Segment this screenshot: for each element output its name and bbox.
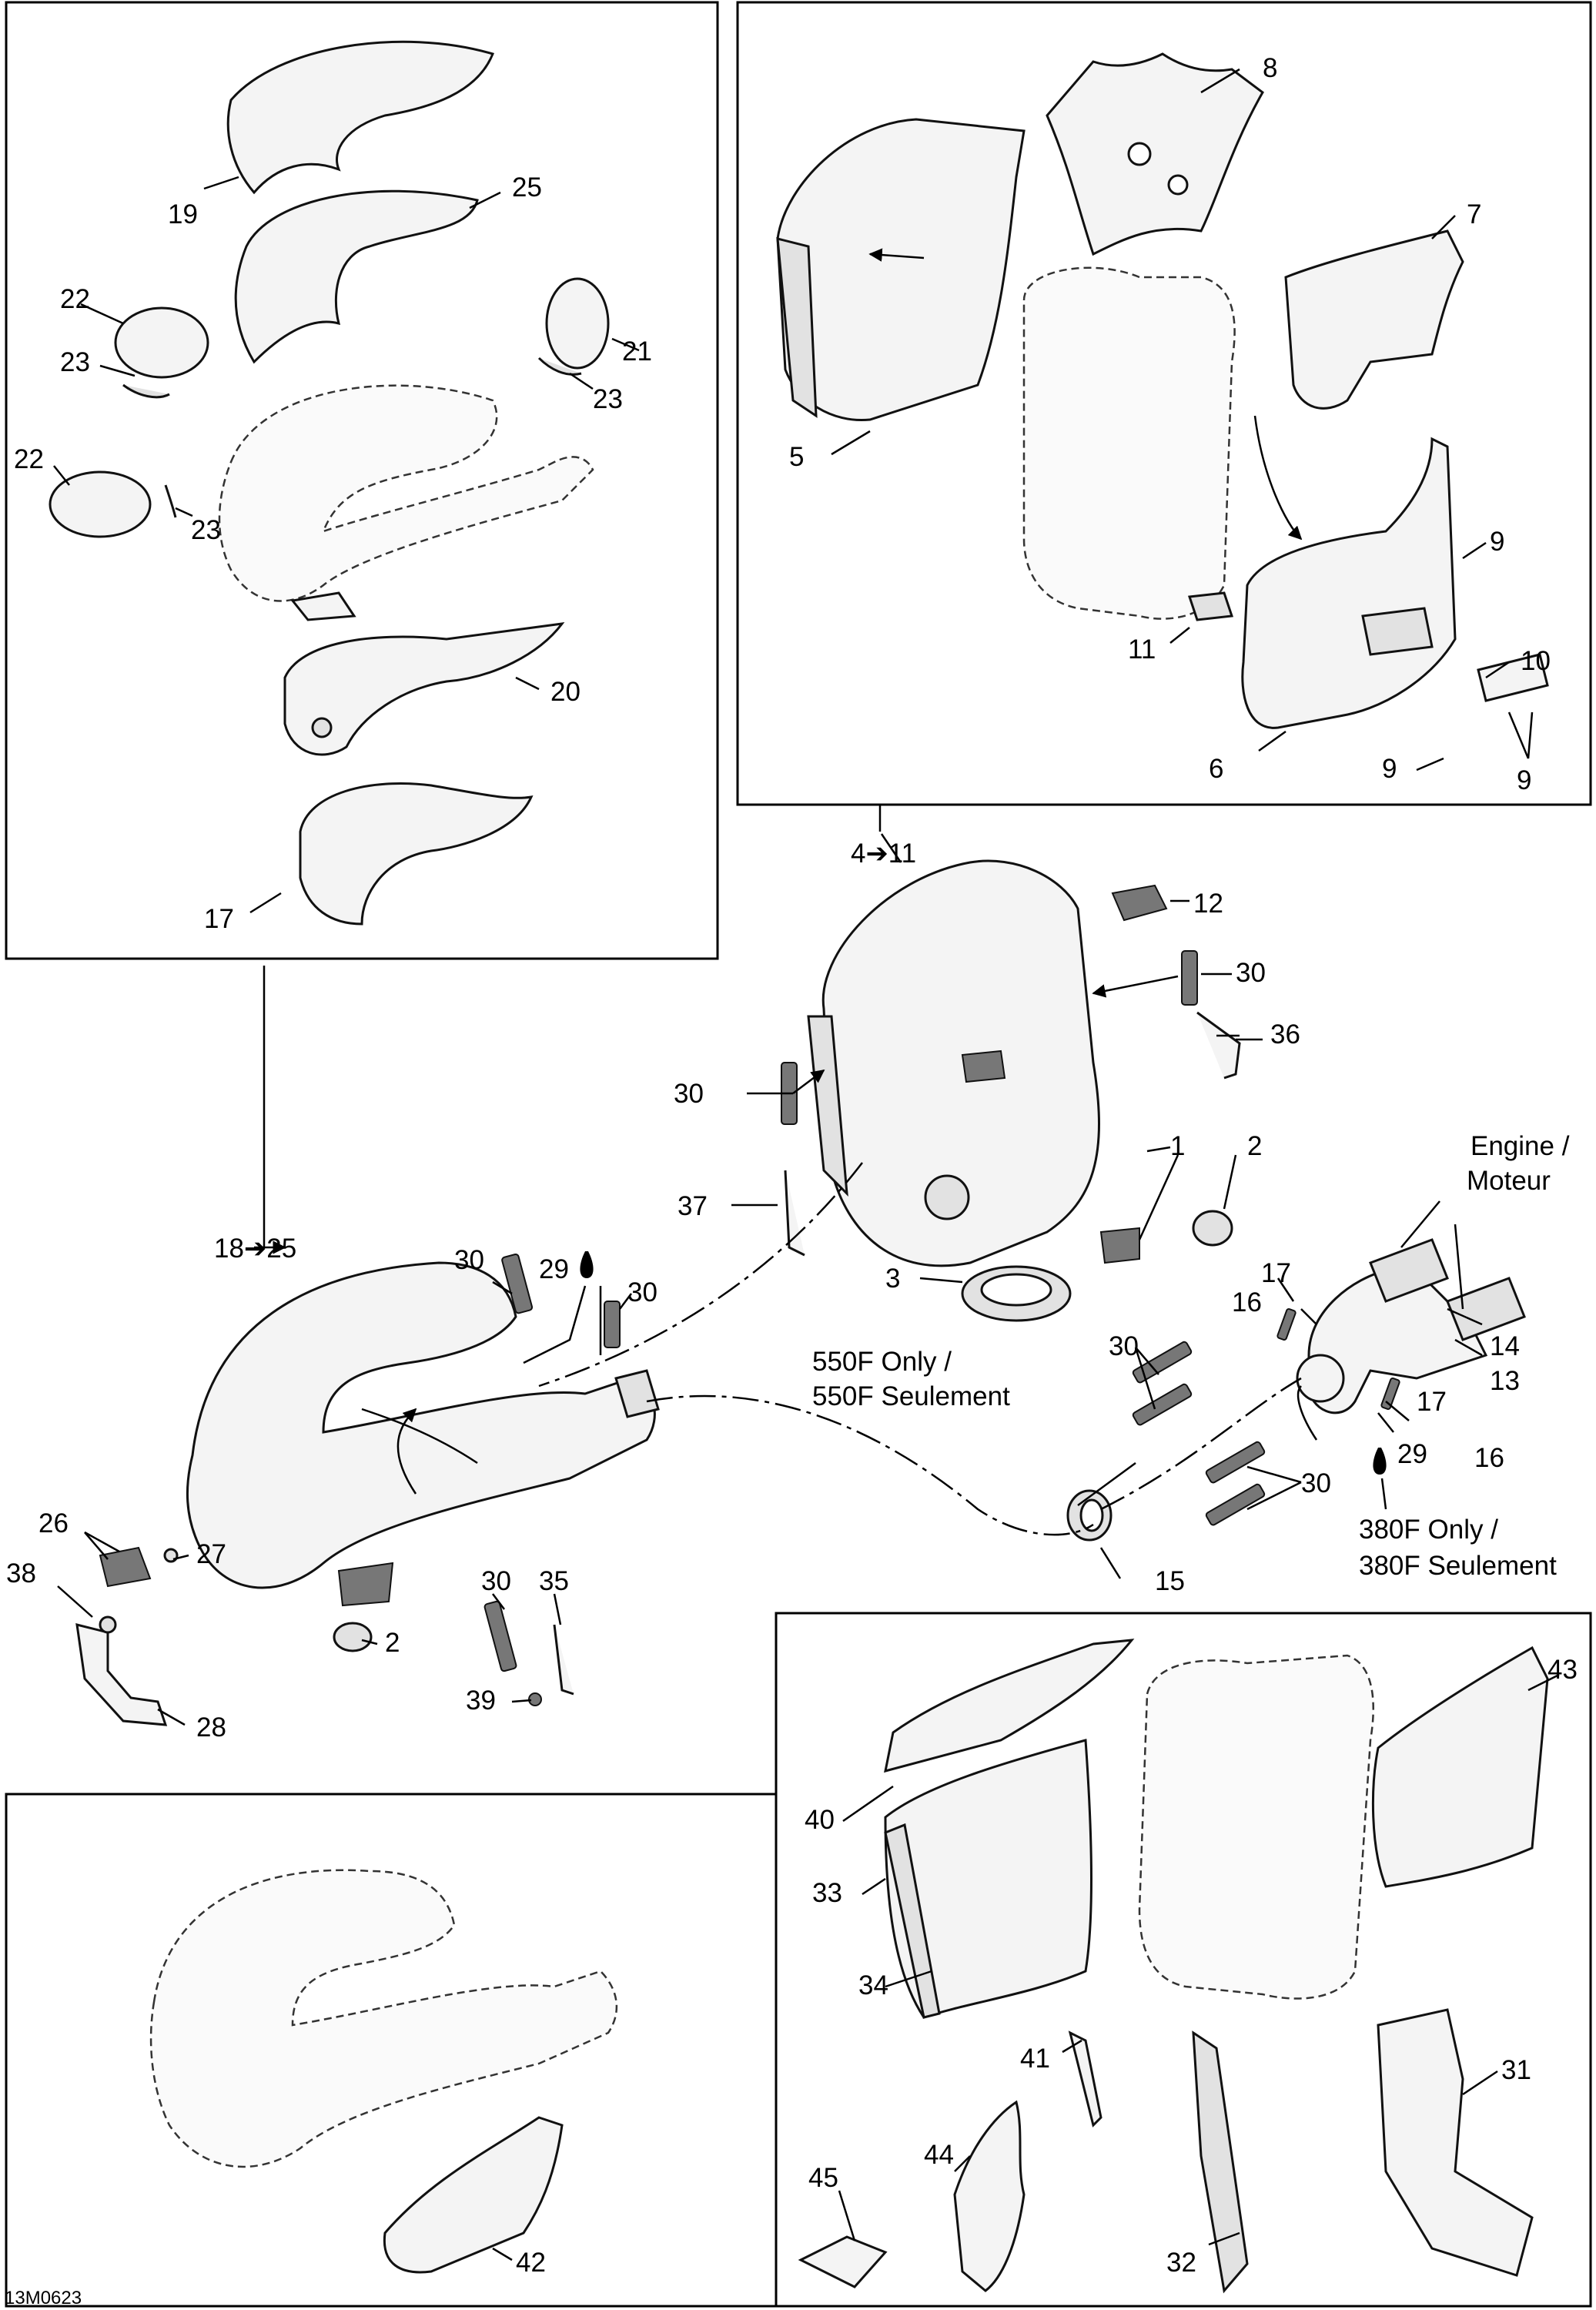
callout-35: 35 [539,1566,569,1596]
leader-lines [53,68,1560,2261]
callout-2: 2 [1247,1131,1262,1161]
callout-9b: 9 [1382,754,1397,784]
panel-muffler-exploded [736,1,1592,806]
callout-17b: 17 [1417,1387,1447,1417]
callout-39: 39 [466,1686,496,1716]
callout-16b: 16 [1474,1443,1504,1473]
engine-label-line2: Moteur [1467,1166,1551,1196]
callout-23: 22 [60,284,90,314]
center-assembly [75,859,1526,1726]
callout-12: 12 [1193,889,1223,919]
callout-20: 17 [204,904,234,934]
tuned-pipe-parts [49,40,610,926]
callout-6: 6 [1209,754,1223,784]
callout-25: 25 [512,172,542,203]
callout-29a: 29 [539,1254,569,1284]
callout-31: 31 [1501,2055,1531,2085]
callout-44: 44 [924,2140,954,2170]
callout-7: 7 [1467,199,1481,229]
callout-32: 32 [1166,2248,1196,2278]
panel-tuned-pipe-exploded [5,1,719,960]
callout-23b: 22 [14,444,44,474]
callout-24: 23 [60,347,90,377]
callout-26: 26 [38,1508,69,1538]
callout-45: 45 [808,2163,838,2193]
callout-30b: 30 [674,1079,704,1109]
panel-pipe-shield [5,1793,778,2308]
callout-24b: 23 [593,384,623,414]
callout-42: 42 [516,2248,546,2278]
pipe-shield-parts [149,1869,618,2274]
group-label-18-25: 18➔25 [214,1234,296,1264]
callout-17a: 17 [1261,1258,1291,1288]
engine-label-line1: Engine / [1471,1131,1570,1161]
callout-41: 41 [1020,2044,1050,2074]
note-550f-line2: 550F Seulement [812,1381,1010,1411]
muffler-parts [776,52,1549,729]
callout-3: 3 [885,1264,900,1294]
callout-10: 10 [1521,646,1551,676]
callout-30g: 30 [481,1566,511,1596]
callout-5: 5 [789,442,804,472]
shield-parts [798,1639,1549,2294]
callout-labels: 8 7 5 9 11 10 9 6 9 19 25 22 21 23 23 22… [5,53,1578,2308]
callout-2b: 2 [385,1628,400,1658]
callout-37: 37 [678,1191,708,1221]
callout-11: 11 [1128,634,1156,665]
callout-30c: 30 [454,1245,484,1275]
callout-1: 1 [1170,1131,1185,1161]
group-label-4-11: 4➔11 [851,839,916,869]
callout-21: 20 [550,677,581,707]
callout-28: 28 [196,1712,226,1743]
callout-38: 38 [6,1558,36,1589]
callout-24c: 23 [191,515,221,545]
callout-40: 40 [805,1805,835,1835]
callout-33: 33 [812,1878,842,1908]
callout-30d: 30 [627,1277,657,1307]
callout-22: 21 [622,336,652,367]
callout-30a: 30 [1236,958,1266,988]
note-380f-line1: 380F Only / [1359,1515,1498,1545]
callout-15: 15 [1155,1566,1185,1596]
callout-14: 14 [1490,1331,1520,1361]
callout-16a: 16 [1232,1287,1262,1317]
callout-30e: 30 [1109,1331,1139,1361]
callout-27: 27 [196,1539,226,1569]
callout-8: 8 [1263,53,1277,83]
note-550f-line1: 550F Only / [812,1347,952,1377]
callout-13: 13 [1490,1366,1520,1396]
callout-9: 9 [1490,527,1504,557]
callout-19: 19 [168,199,198,229]
callout-34: 34 [858,1970,888,2000]
figure-id: 13M0623 [5,2288,82,2308]
callout-29b: 29 [1397,1439,1427,1469]
callout-36: 36 [1270,1019,1300,1050]
callout-9c: 9 [1517,765,1531,795]
callout-30f: 30 [1301,1468,1331,1498]
callout-43: 43 [1547,1655,1578,1685]
note-380f-line2: 380F Seulement [1359,1551,1557,1581]
